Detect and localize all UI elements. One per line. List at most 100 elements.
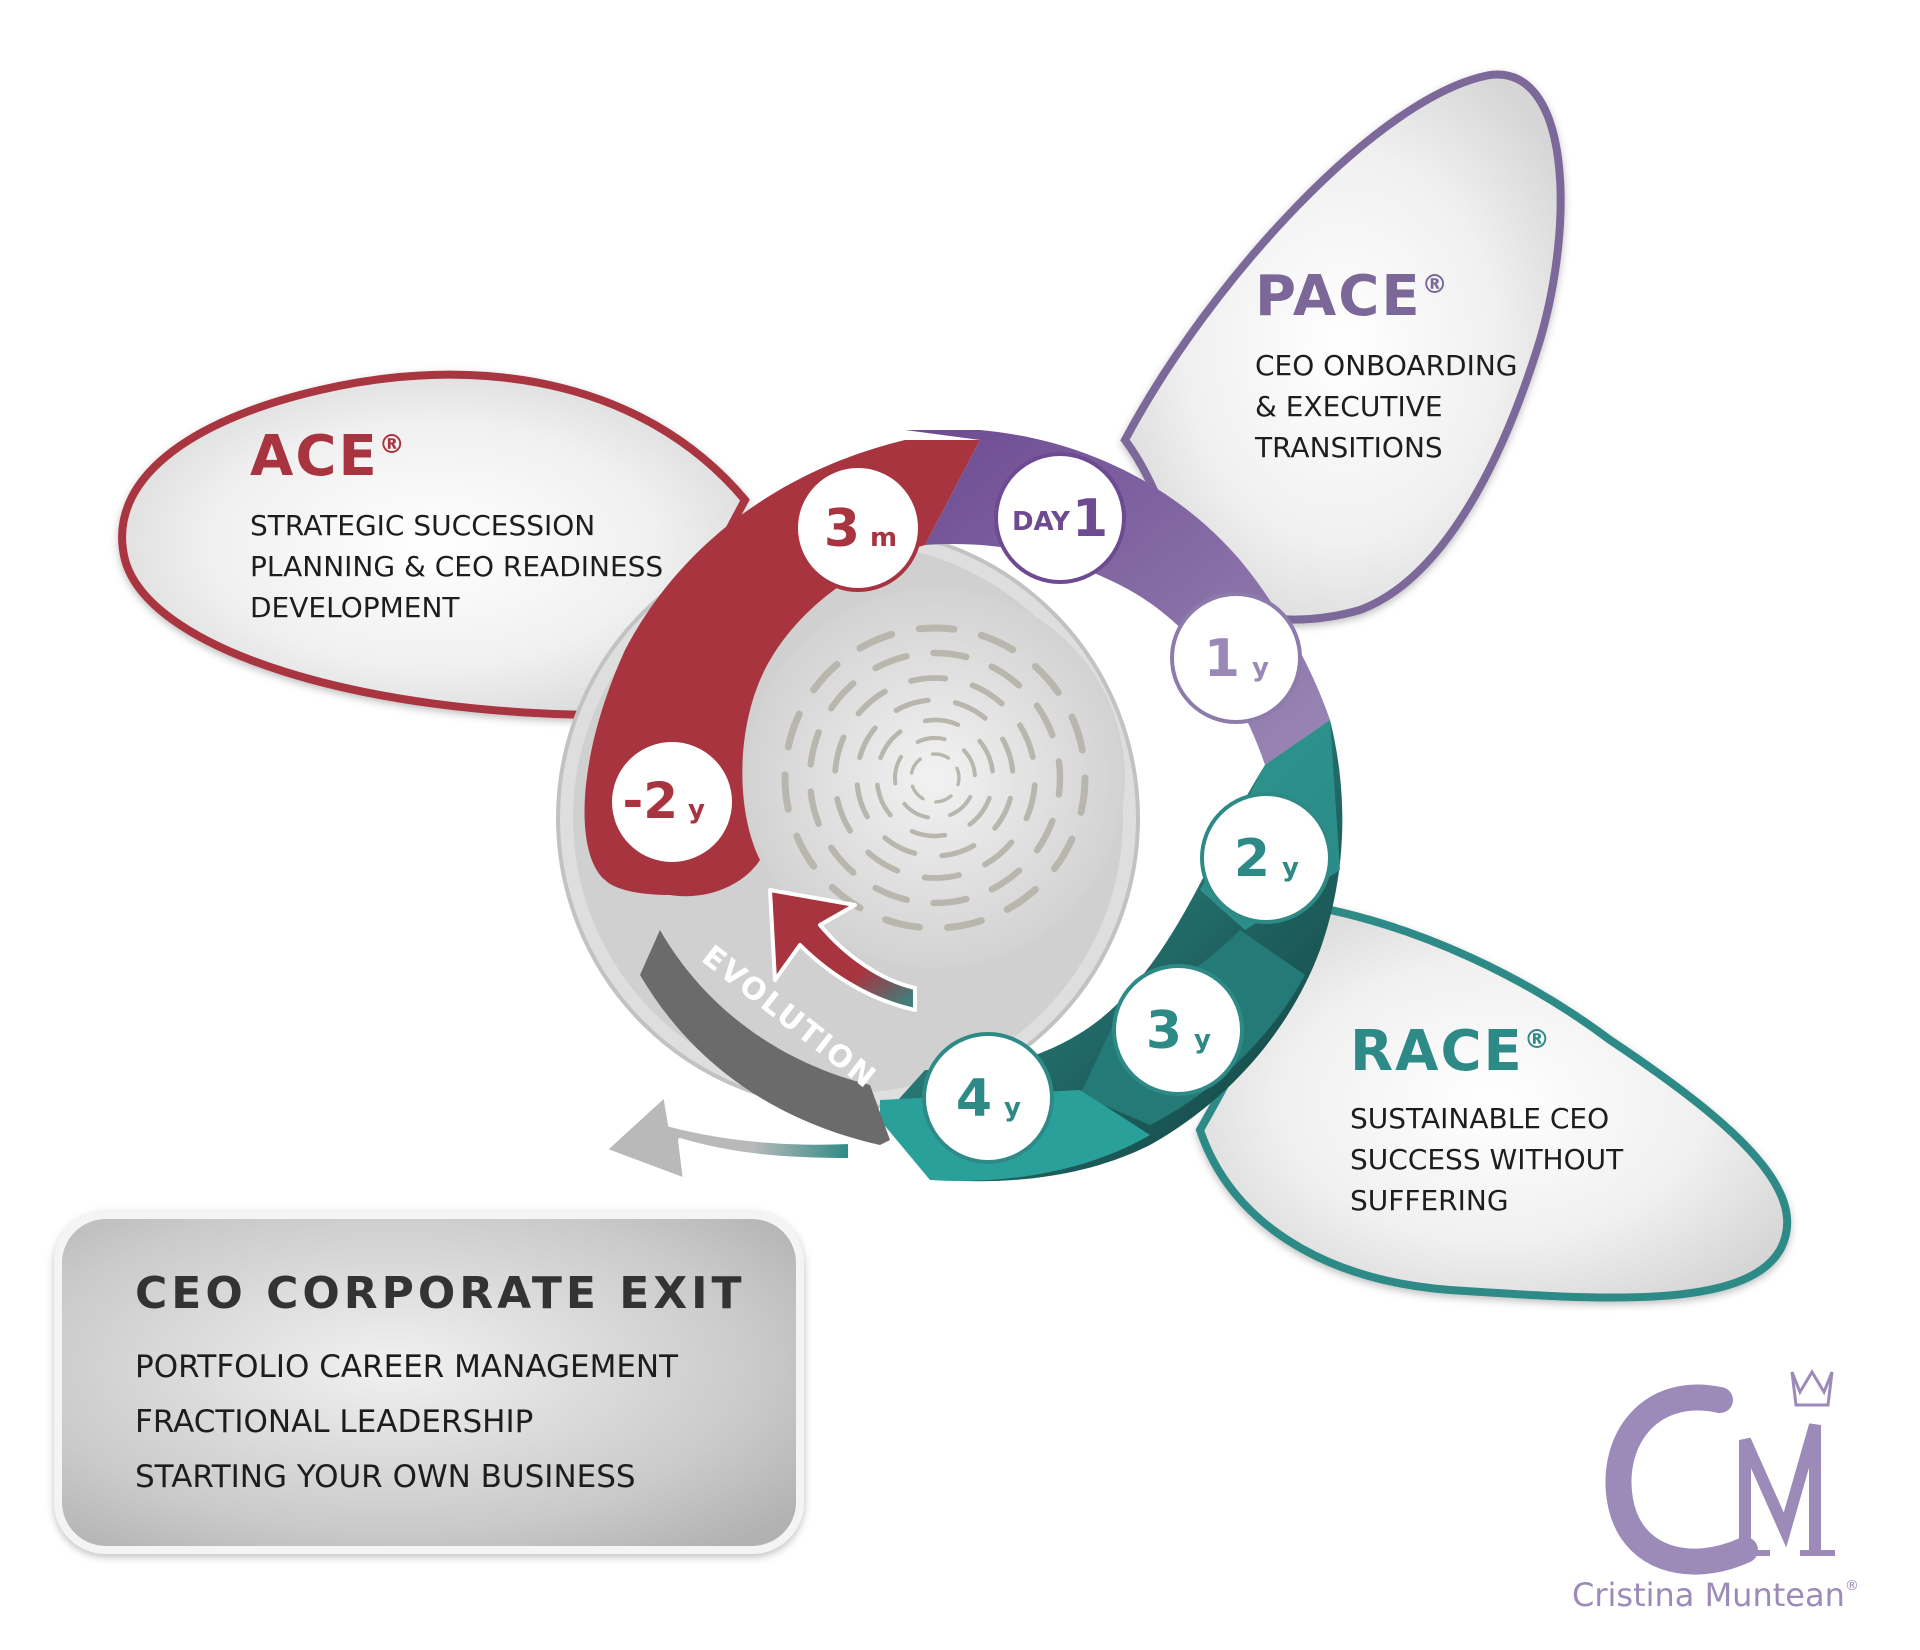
milestone-minus-2y: -2 y: [608, 738, 736, 866]
spiral-dash: [781, 771, 792, 813]
spiral-dash: [828, 883, 864, 912]
spiral-dash: [810, 660, 841, 694]
race-line-1: SUSTAINABLE CEO: [1350, 1102, 1609, 1135]
spiral-dash: [915, 624, 958, 633]
milestone-4y: 4 y: [922, 1032, 1054, 1164]
svg-text:1: 1: [1204, 629, 1240, 689]
svg-text:y: y: [1252, 653, 1269, 683]
race-line-2: SUCCESS WITHOUT: [1350, 1143, 1624, 1176]
spiral-dash: [909, 757, 922, 775]
spiral-dash: [977, 738, 995, 774]
spiral-dash: [893, 697, 931, 713]
evolution-arc: [640, 930, 890, 1145]
spiral-dash: [922, 717, 961, 727]
svg-text:RACE®: RACE®: [1350, 1019, 1552, 1084]
spiral-dash: [893, 754, 904, 786]
ace-line-3: DEVELOPMENT: [250, 591, 460, 624]
pace-registered-mark: ®: [1422, 270, 1450, 300]
exit-box: CEO CORPORATE EXIT PORTFOLIO CAREER MANA…: [54, 1211, 804, 1554]
spiral-dash: [784, 710, 803, 751]
svg-text:-2: -2: [622, 772, 678, 830]
spiral-dash: [855, 688, 888, 717]
spiral-dash: [856, 630, 896, 652]
red-arrow-shaft: [768, 888, 917, 1012]
spiral-dash: [828, 680, 857, 712]
svg-text:3: 3: [824, 499, 860, 559]
milestone-1y: 1 y: [1170, 592, 1302, 724]
exit-box-line-2: FRACTIONAL LEADERSHIP: [135, 1404, 533, 1440]
spiral-dash: [988, 663, 1023, 689]
spiral-dash: [832, 734, 847, 774]
spiral-dash: [793, 832, 818, 870]
milestone-2y: 2 y: [1200, 792, 1332, 924]
spiral-dash: [988, 867, 1023, 893]
spiral-dash: [930, 649, 970, 661]
spiral-dash: [1017, 722, 1036, 760]
svg-text:3: 3: [1146, 1001, 1182, 1061]
spiral-dash: [955, 766, 961, 787]
spiral-dash: [1003, 885, 1039, 913]
spiral-dash: [1077, 774, 1089, 816]
spiral-dash: [921, 872, 962, 881]
spiral-dash: [952, 700, 988, 721]
spiral-dash: [1033, 702, 1056, 739]
spiral-dash: [909, 829, 948, 839]
spiral-dash: [1000, 736, 1016, 774]
svg-text:m: m: [870, 523, 897, 553]
spiral-dash: [982, 839, 1015, 868]
cm-monogram: [1605, 1384, 1835, 1575]
spiral-dash: [930, 895, 970, 907]
race-petal: [1195, 900, 1792, 1302]
spiral-dash: [875, 782, 893, 818]
pace-title: PACE: [1255, 264, 1422, 329]
spiral-dash: [977, 631, 1017, 654]
ace-line-1: STRATEGIC SUCCESSION: [250, 509, 595, 542]
ace-registered-mark: ®: [379, 430, 407, 460]
exit-box-background: [54, 1211, 804, 1554]
pace-line-2: & EXECUTIVE: [1255, 390, 1443, 423]
svg-text:4: 4: [956, 1069, 992, 1129]
race-registered-mark: ®: [1524, 1025, 1552, 1055]
milestone-day1: DAY 1: [994, 452, 1126, 584]
evolution-return-arrow: [768, 888, 917, 1012]
svg-text:DAY: DAY: [1012, 507, 1071, 537]
exit-arrow: [603, 1093, 852, 1182]
exit-box-line-3: STARTING YOUR OWN BUSINESS: [135, 1459, 636, 1495]
spiral-dash: [908, 675, 949, 684]
ace-title: ACE: [250, 424, 379, 489]
spiral-dash: [1023, 782, 1038, 822]
spiral-dash: [1055, 758, 1064, 798]
spiral-dash: [854, 782, 870, 820]
spiral-dash: [969, 682, 1005, 707]
spiral-dash: [807, 788, 822, 827]
crown-icon: [1790, 1369, 1834, 1407]
spiral-dash: [878, 729, 903, 761]
milestone-3m: 3 m: [794, 464, 922, 592]
pace-line-1: CEO ONBOARDING: [1255, 349, 1518, 382]
spiral-dash: [967, 795, 992, 827]
spiral-dash: [902, 801, 930, 820]
ace-text: ACE® STRATEGIC SUCCESSION PLANNING & CEO…: [250, 424, 663, 624]
svg-text:y: y: [1004, 1093, 1021, 1123]
race-line-3: SUFFERING: [1350, 1184, 1509, 1217]
pace-text: PACE® CEO ONBOARDING & EXECUTIVE TRANSIT…: [1254, 264, 1518, 464]
spiral-dash: [961, 748, 977, 778]
spiral-dash: [882, 835, 918, 856]
svg-text:y: y: [688, 795, 705, 825]
spiral-dash: [939, 843, 977, 859]
spiral-dash: [1033, 817, 1056, 854]
brand-name: Cristina Muntean®: [1572, 1576, 1859, 1614]
brand-logo: Cristina Muntean®: [1572, 1369, 1859, 1614]
svg-text:PACE®: PACE®: [1255, 264, 1450, 329]
spiral-dash: [1068, 713, 1086, 754]
inner-disk: [745, 588, 1125, 968]
spiral-dash: [1031, 663, 1062, 696]
spiral-dash: [828, 844, 857, 876]
exit-box-title: CEO CORPORATE EXIT: [135, 1268, 746, 1319]
spiral-dash: [910, 784, 925, 801]
spiral-dash: [992, 795, 1013, 831]
race-title: RACE: [1350, 1019, 1524, 1084]
svg-text:2: 2: [1234, 829, 1270, 889]
pace-line-3: TRANSITIONS: [1254, 431, 1443, 464]
